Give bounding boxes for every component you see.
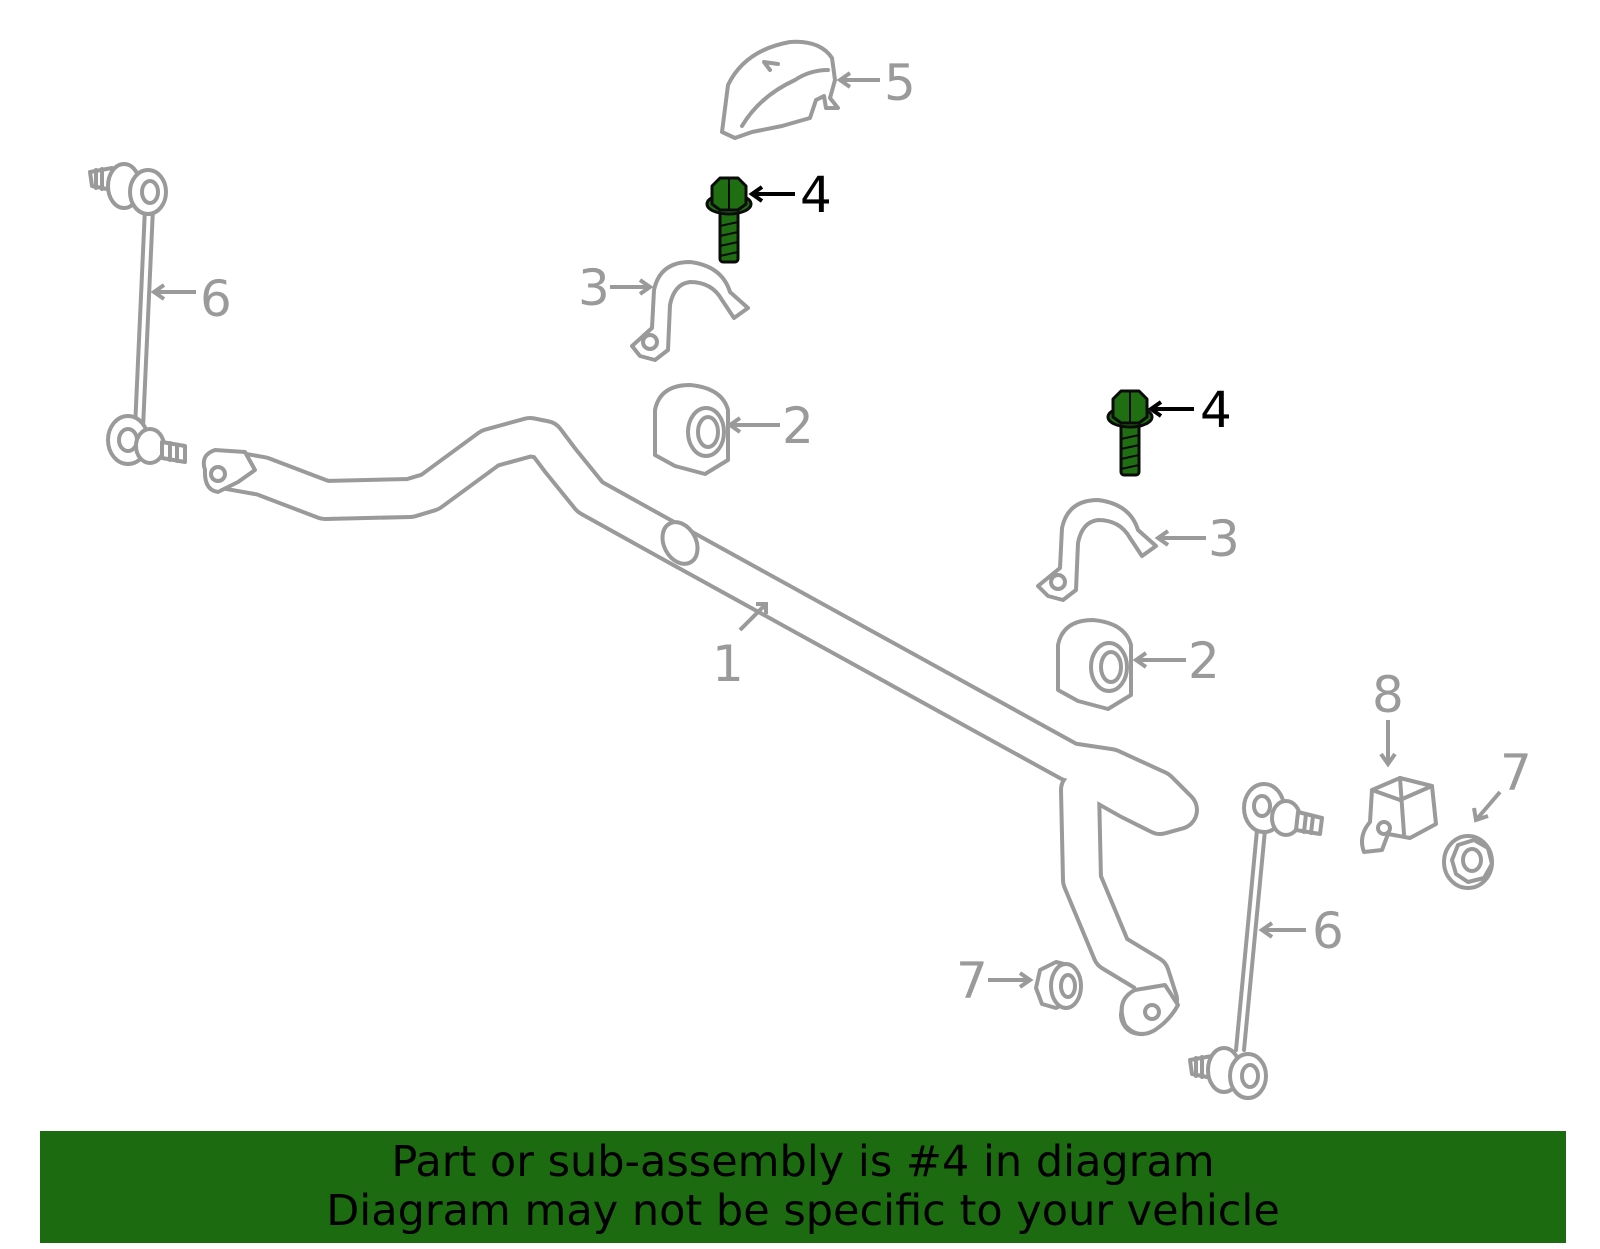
banner-line-disclaimer: Diagram may not be specific to your vehi… [326,1186,1280,1236]
callout-8: 8 [1372,666,1404,768]
svg-text:6: 6 [200,270,232,328]
svg-text:4: 4 [1200,381,1232,439]
callout-6-left: 6 [150,270,232,328]
nut-part-7-lower[interactable] [1034,960,1083,1010]
callout-2-upper: 2 [726,397,814,455]
callout-3-lower: 3 [1154,510,1240,568]
svg-text:2: 2 [782,397,814,455]
stabilizer-link-part-6-left[interactable] [88,162,187,466]
nut-part-7-right[interactable] [1442,834,1494,890]
callout-3-upper: 3 [578,259,654,317]
callout-2-lower: 2 [1132,632,1220,690]
svg-text:5: 5 [884,54,916,112]
svg-text:6: 6 [1312,902,1344,960]
callout-7-lower: 7 [956,952,1034,1010]
callout-4-lower: 4 [1147,381,1232,439]
bracket-part-3-lower[interactable] [1036,498,1158,602]
svg-text:2: 2 [1188,632,1220,690]
svg-text:7: 7 [956,952,988,1010]
banner-line-part-number: Part or sub-assembly is #4 in diagram [391,1137,1215,1187]
svg-text:4: 4 [800,166,832,224]
callout-4-upper: 4 [748,166,832,224]
bushing-part-2-lower[interactable] [1056,618,1133,711]
clip-part-8[interactable] [1360,776,1438,854]
bushing-part-2-upper[interactable] [653,383,730,476]
svg-text:3: 3 [578,259,610,317]
svg-text:7: 7 [1500,744,1532,802]
cover-part-5[interactable] [720,39,840,140]
bolt-part-4-upper[interactable] [705,176,753,264]
info-banner: Part or sub-assembly is #4 in diagram Di… [40,1131,1566,1243]
svg-text:8: 8 [1372,666,1404,724]
bolt-part-4-lower[interactable] [1106,389,1154,477]
svg-text:3: 3 [1208,510,1240,568]
callout-1: 1 [712,602,768,693]
bracket-part-3-upper[interactable] [630,260,750,362]
callout-6-right: 6 [1258,902,1344,960]
svg-text:1: 1 [712,635,744,693]
stabilizer-link-part-6-right[interactable] [1188,782,1324,1100]
stabilizer-bar[interactable] [201,416,1199,1036]
callout-5: 5 [836,54,916,112]
callout-7-right: 7 [1472,744,1532,823]
